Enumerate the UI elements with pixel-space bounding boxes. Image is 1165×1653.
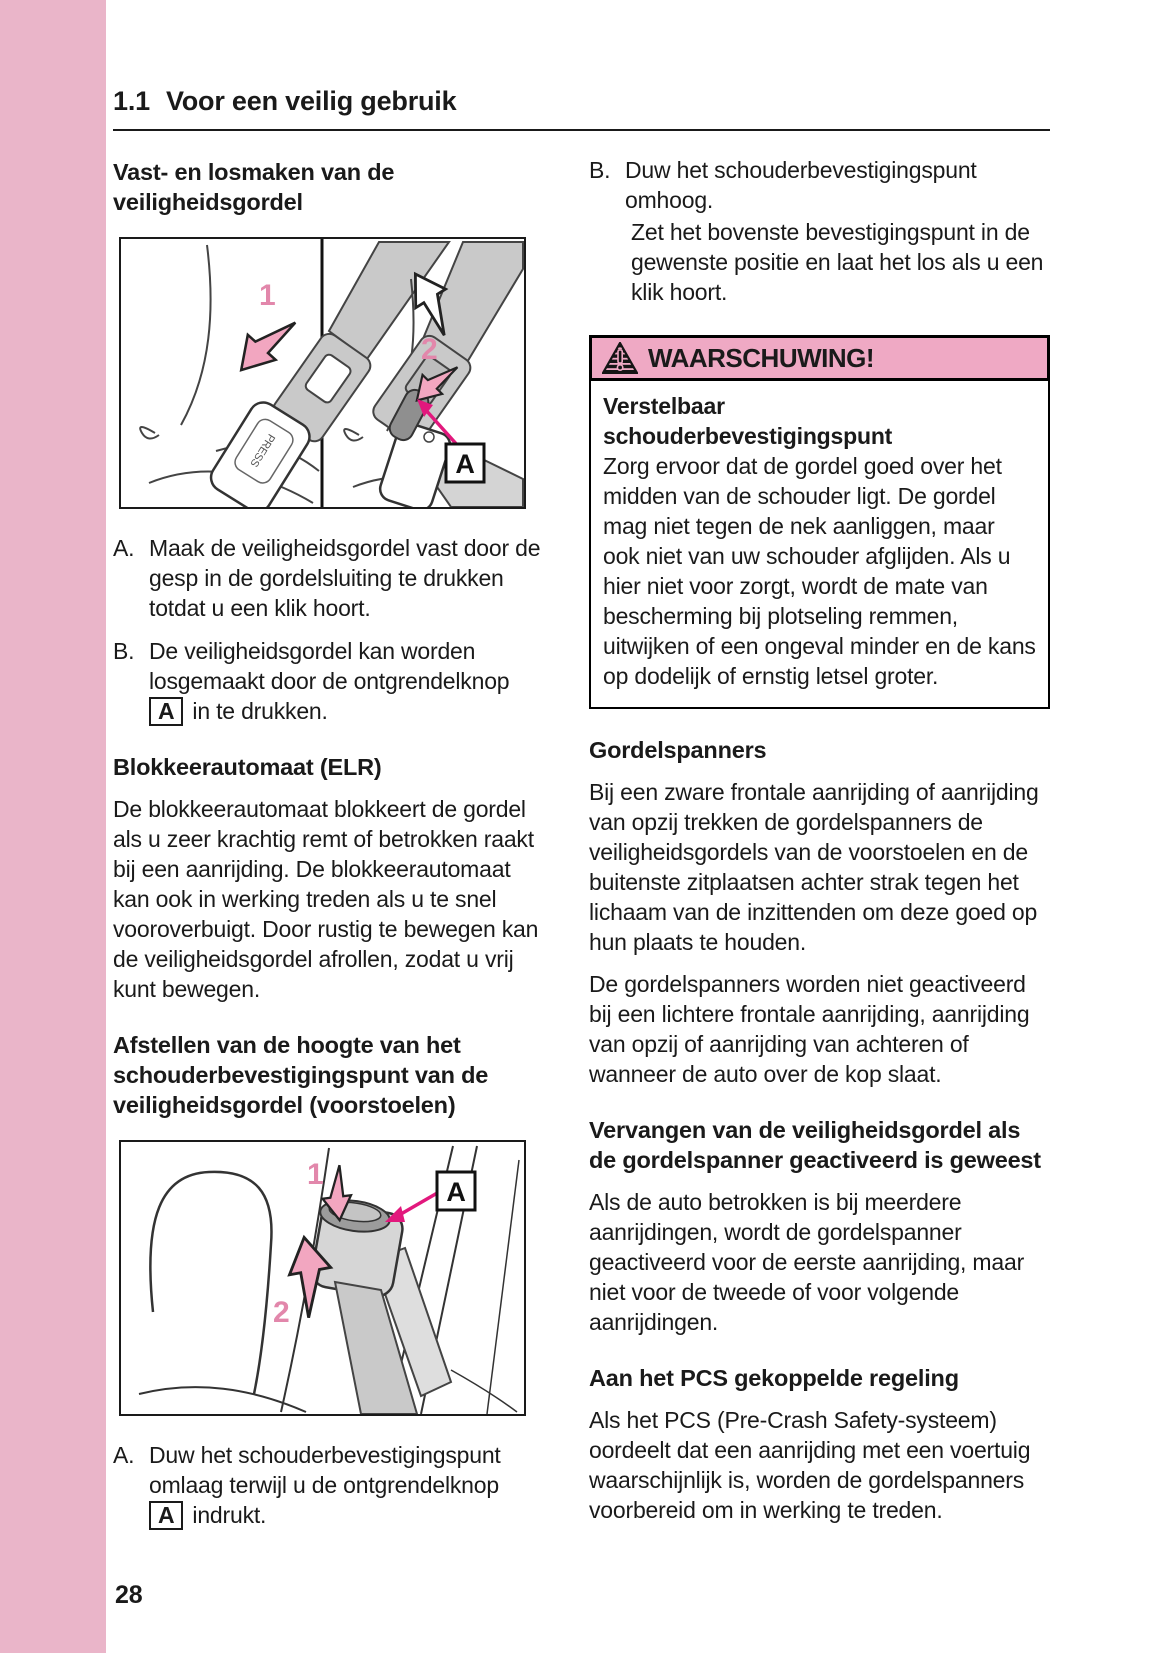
page-number: 28 [115,1581,143,1609]
right-column: B. Duw het schouderbevestigingspunt omho… [589,153,1050,1543]
step-2-label: 2 [273,1296,290,1329]
paragraph-elr: De blokkeerautomaat blokkeert de gordel … [113,796,539,1002]
two-column-layout: Vast- en losmaken van de veiligheidsgord… [113,153,1050,1543]
step-2-label: 2 [421,333,438,366]
paragraph-replace-belt: Als de auto betrokken is bij meerdere aa… [589,1189,1025,1335]
belt-tongue-plate [272,332,372,443]
callout-a-box [435,1170,477,1212]
list-label: B. [589,157,611,183]
list-label: A. [113,1442,135,1468]
list-item-anchor-b: B. Duw het schouderbevestigingspunt omho… [589,155,1050,307]
list-text: Duw het schouderbevestigingspunt omlaag … [149,1440,543,1530]
figure-shoulder-anchor: 1 2 A [119,1140,526,1416]
callout-a-box [444,442,486,484]
buckle-body [378,422,452,507]
list-text-post: indrukt. [192,1502,267,1528]
paragraph-pretensioners-2: De gordelspanners worden niet geactiveer… [589,971,1030,1087]
chapter-header: 1.1 Voor een veilig gebruik [113,86,1050,131]
figure-seatbelt-buckle: PRESS 1 [119,237,526,509]
seat-headrest [138,1170,307,1413]
shoulder-anchor-illustration: 1 2 A [138,1145,520,1414]
heading-pretensioners: Gordelspanners [589,737,767,763]
step-1-arrow [226,303,305,384]
paragraph-pretensioners-1: Bij een zware frontale aanrijding of aan… [589,779,1039,955]
pink-edge-stripe [0,0,106,1653]
list-text: Maak de veiligheidsgordel vast door de g… [149,535,541,621]
list-text-pre: Duw het schouderbevestigingspunt omlaag … [149,1442,501,1498]
callout-a-pointer [417,399,461,449]
heading-adjust-anchor: Afstellen van de hoogte van het schouder… [113,1032,489,1118]
heading-fasten-release: Vast- en losmaken van de veiligheidsgord… [113,159,395,215]
warning-header-bar: WAARSCHUWING! [589,335,1050,381]
list-label: B. [113,638,135,664]
inline-callout-a: A [149,1501,184,1530]
page-content: 1.1 Voor een veilig gebruik Vast- en los… [113,86,1050,1543]
list-label: A. [113,535,135,561]
list-item-release-b: B. De veiligheidsgordel kan worden losge… [113,636,543,726]
list-text-main: Duw het schouderbevestigingspunt omhoog. [625,157,977,213]
warning-box: WAARSCHUWING! Verstelbaar schouderbevest… [589,335,1050,709]
belt-strap-front [333,1280,419,1414]
heading-replace-belt: Vervangen van de veiligheidsgordel als d… [589,1117,1041,1173]
warning-body: Verstelbaar schouderbevestigingspunt Zor… [589,381,1050,709]
heading-elr: Blokkeerautomaat (ELR) [113,754,382,780]
callout-a-label: A [455,449,474,479]
step-1-label: 1 [307,1158,324,1191]
inline-callout-a: A [149,697,184,726]
list-subtext: Zet het bovenste bevestigingspunt in de … [631,219,1044,305]
list-text-post: in te drukken. [192,698,328,724]
step-1-label: 1 [259,279,276,312]
warning-triangle-icon [602,342,638,374]
warning-title: WAARSCHUWING! [648,342,875,373]
callout-a-pointer [385,1190,440,1222]
warning-subheading: Verstelbaar schouderbevestigingspunt [603,393,893,449]
belt-buckle: PRESS [209,401,311,507]
panel-release-belt: 2 A [343,241,524,507]
list-item-anchor-a: A. Duw het schouderbevestigingspunt omla… [113,1440,543,1530]
belt-anchor-assembly [310,1199,453,1414]
warning-text: Zorg ervoor dat de gordel goed over het … [603,453,1036,689]
list-text: De veiligheidsgordel kan worden losgemaa… [149,636,543,726]
heading-pcs: Aan het PCS gekoppelde regeling [589,1365,959,1391]
seatbelt-buckle-illustration: PRESS 1 [139,239,524,507]
chapter-title: Voor een veilig gebruik [165,86,457,116]
paragraph-pcs: Als het PCS (Pre-Crash Safety-systeem) o… [589,1407,1031,1523]
panel-fasten-belt: PRESS 1 [139,241,451,507]
callout-a-label: A [446,1177,465,1207]
list-text: Duw het schouderbevestigingspunt omhoog.… [625,155,1050,307]
chapter-number: 1.1 [113,86,150,116]
buckle-pin [423,431,435,443]
list-text-pre: De veiligheidsgordel kan worden losgemaa… [149,638,510,694]
left-column: Vast- en losmaken van de veiligheidsgord… [113,153,543,1543]
list-item-fasten-a: A. Maak de veiligheidsgordel vast door d… [113,533,543,623]
